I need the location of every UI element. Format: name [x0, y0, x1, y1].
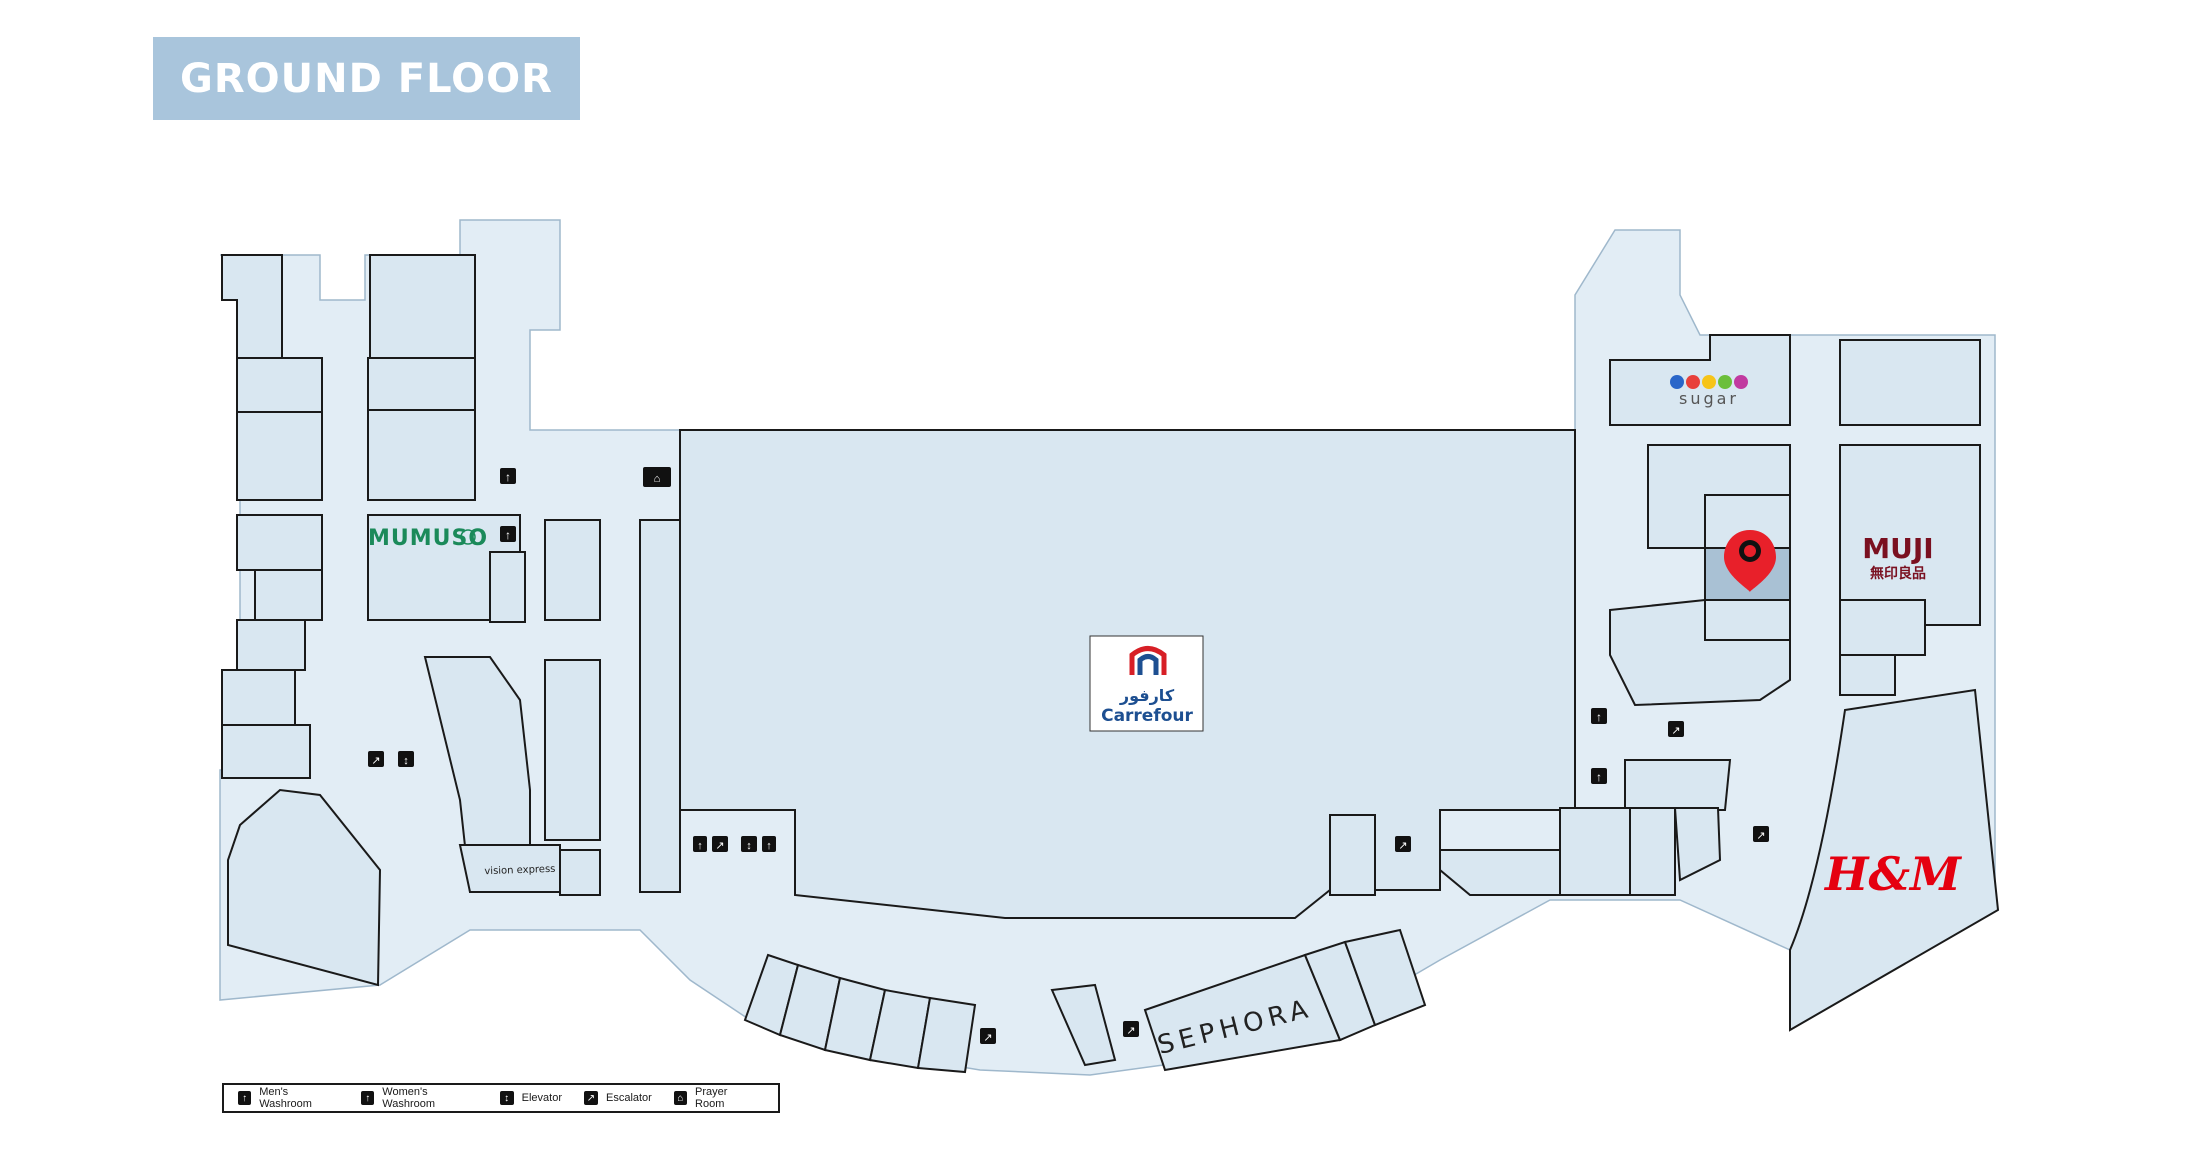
store-unit[interactable]	[1329, 814, 1376, 896]
legend-item-escalator: ↗ Escalator	[583, 1091, 652, 1105]
store-unit[interactable]	[1839, 339, 1981, 426]
store-unit[interactable]	[1559, 807, 1631, 896]
svg-text:↗: ↗	[983, 1032, 992, 1044]
svg-text:↑: ↑	[766, 840, 772, 852]
sugar-unit[interactable]	[1609, 334, 1791, 426]
store-unit[interactable]	[1673, 807, 1722, 882]
svg-text:↑: ↑	[1596, 770, 1602, 784]
store-unit[interactable]	[221, 669, 296, 726]
vision-express-logo: vision express	[484, 864, 555, 877]
carrefour-logo-icon	[1129, 646, 1167, 675]
elevator-icon[interactable]: ↕	[398, 751, 414, 767]
carrefour-logo-box	[1089, 635, 1204, 732]
store-unit[interactable]	[367, 409, 476, 501]
svg-text:↕: ↕	[403, 755, 409, 767]
store-unit[interactable]	[1629, 807, 1676, 896]
escalator-icon[interactable]: ↗	[712, 836, 728, 852]
svg-text:↑: ↑	[697, 840, 703, 852]
legend-label: Men's Washroom	[259, 1086, 312, 1110]
elevator-icon: ↕	[499, 1091, 514, 1105]
svg-text:↗: ↗	[1756, 830, 1765, 842]
svg-text:↗: ↗	[1671, 725, 1680, 737]
legend-item-prayer-room: ⌂ Prayer Room	[673, 1086, 756, 1110]
svg-text:↗: ↗	[371, 755, 380, 767]
womens-washroom-icon[interactable]: ↑	[1591, 768, 1607, 784]
womens-washroom-icon: ↑	[361, 1091, 375, 1105]
escalator-icon[interactable]: ↗	[1668, 721, 1684, 737]
legend-label: Elevator	[521, 1092, 562, 1104]
muji-japanese-label: 無印良品	[1870, 565, 1926, 582]
store-unit[interactable]	[489, 551, 526, 623]
legend-label: Prayer Room	[695, 1086, 728, 1110]
mens-washroom-icon: ↑	[238, 1091, 252, 1105]
svg-text:⌂: ⌂	[654, 473, 661, 485]
store-unit[interactable]	[1343, 928, 1427, 1027]
escalator-icon[interactable]: ↗	[1395, 836, 1411, 852]
store-unit[interactable]	[639, 519, 681, 893]
left-wing-units	[221, 254, 681, 987]
mens-washroom-icon[interactable]: ↑	[1591, 708, 1607, 724]
hm-logo: H&M	[1823, 847, 1963, 901]
location-pin-icon	[1724, 530, 1776, 592]
store-unit[interactable]	[236, 411, 323, 501]
store-unit[interactable]	[423, 656, 531, 894]
escalator-icon[interactable]: ↗	[1123, 1021, 1139, 1037]
store-unit[interactable]	[236, 514, 323, 571]
carrefour-label: Carrefour	[1101, 706, 1193, 726]
legend-item-elevator: ↕ Elevator	[499, 1091, 562, 1105]
store-unit[interactable]	[254, 569, 323, 621]
legend-label: Escalator	[605, 1092, 652, 1104]
escalator-icon[interactable]: ↗	[980, 1028, 996, 1044]
store-unit[interactable]	[916, 996, 977, 1074]
prayer-room-icon[interactable]: ⌂	[643, 467, 671, 487]
muji-logo: MUJI	[1862, 532, 1933, 565]
svg-text:↑: ↑	[1596, 710, 1602, 724]
store-unit[interactable]	[236, 357, 323, 413]
store-unit[interactable]	[221, 254, 283, 359]
carrefour-arabic-label: كارفور	[1119, 686, 1175, 705]
store-unit[interactable]	[544, 659, 601, 841]
store-unit[interactable]	[369, 254, 476, 359]
legend-item-mens-washroom: ↑ Men's Washroom	[238, 1086, 339, 1110]
mens-washroom-icon[interactable]: ↑	[693, 836, 707, 852]
store-unit[interactable]	[1839, 654, 1896, 696]
escalator-icon: ↗	[583, 1091, 598, 1105]
escalator-icon[interactable]: ↗	[1753, 826, 1769, 842]
prayer-room-icon: ⌂	[673, 1091, 688, 1105]
mens-washroom-icon[interactable]: ↑	[500, 468, 516, 484]
hm-unit[interactable]	[1789, 688, 2000, 1032]
sugar-logo: sugar	[1670, 375, 1748, 408]
store-unit[interactable]	[1624, 759, 1732, 811]
map-legend: ↑ Men's Washroom ↑ Women's Washroom ↕ El…	[222, 1083, 780, 1113]
svg-text:↗: ↗	[715, 840, 724, 852]
right-wing-units	[1329, 334, 2000, 1032]
womens-washroom-icon[interactable]: ↑	[500, 526, 516, 542]
store-unit[interactable]	[221, 724, 311, 779]
store-unit[interactable]	[1704, 599, 1791, 641]
store-unit[interactable]	[1439, 849, 1561, 896]
elevator-icon[interactable]: ↕	[741, 836, 757, 852]
store-unit[interactable]	[1609, 598, 1791, 707]
floor-title: GROUND FLOOR	[153, 37, 580, 120]
womens-washroom-icon[interactable]: ↑	[762, 836, 776, 852]
store-unit[interactable]	[1839, 599, 1926, 656]
svg-text:↕: ↕	[746, 840, 752, 852]
store-unit[interactable]	[1050, 983, 1117, 1067]
svg-text:↗: ↗	[1126, 1025, 1135, 1037]
store-unit[interactable]	[367, 357, 476, 411]
south-arc-units	[743, 928, 1427, 1074]
mumuso-badge-icon	[460, 529, 476, 545]
svg-text:↑: ↑	[505, 470, 511, 484]
svg-text:↗: ↗	[1398, 840, 1407, 852]
sugar-label: sugar	[1679, 389, 1739, 408]
store-unit[interactable]	[544, 519, 601, 621]
store-unit[interactable]	[559, 849, 601, 896]
store-unit[interactable]	[236, 619, 306, 671]
store-unit[interactable]	[227, 788, 382, 987]
svg-text:↑: ↑	[505, 528, 511, 542]
legend-label: Women's Washroom	[382, 1086, 436, 1110]
legend-item-womens-washroom: ↑ Women's Washroom	[361, 1086, 478, 1110]
escalator-icon[interactable]: ↗	[368, 751, 384, 767]
